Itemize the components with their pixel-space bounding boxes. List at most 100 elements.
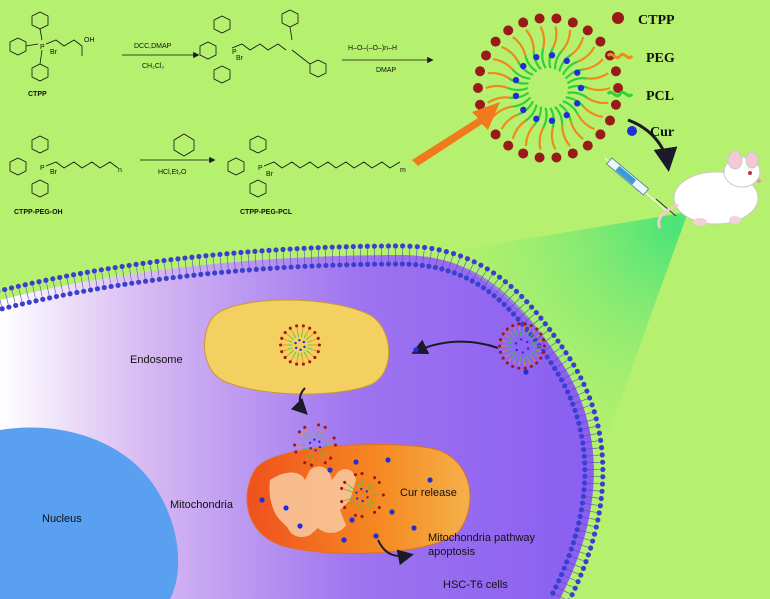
ctpp-head: [316, 336, 320, 340]
lipid-head: [33, 298, 39, 304]
peg-pcl-br: Br: [266, 171, 274, 178]
lipid-head: [564, 389, 571, 395]
lipid-head: [287, 246, 293, 252]
lipid-tail: [461, 261, 467, 273]
lipid-head: [443, 249, 449, 255]
lipid-head: [496, 297, 502, 303]
lipid-head: [414, 244, 420, 250]
ctpp-head: [523, 366, 527, 370]
cur-dot: [283, 505, 289, 511]
peg-segment: [513, 327, 516, 332]
lipid-head: [598, 437, 604, 443]
pcl-segment: [558, 54, 572, 72]
lipid-head: [81, 288, 87, 294]
lipid-head: [429, 245, 435, 252]
pcl-segment: [293, 351, 297, 357]
lipid-head: [570, 540, 577, 546]
cell-line-label: HSC-T6 cells: [443, 579, 508, 591]
ctpp-head: [595, 36, 606, 47]
lipid-head: [599, 452, 605, 458]
cur-dot: [574, 69, 581, 76]
lipid-head: [57, 274, 63, 281]
peg-segment: [296, 327, 299, 333]
ctpp-head: [511, 324, 515, 328]
ctpp-peg-pcl-label: CTPP-PEG-PCL: [240, 209, 293, 216]
ctpp-head: [503, 25, 514, 36]
lipid-head: [451, 270, 457, 276]
ctpp-head: [353, 513, 357, 517]
large-micelle: [473, 13, 623, 163]
lipid-head: [569, 592, 575, 598]
pcl-segment: [303, 333, 307, 339]
peg-segment: [538, 127, 545, 150]
ctpp-head: [303, 425, 307, 429]
pcl-segment: [347, 497, 353, 500]
ctpp-head: [340, 500, 344, 504]
lipid-head: [598, 495, 604, 502]
pcl-segment: [287, 340, 293, 343]
lipid-head: [486, 289, 492, 295]
lipid-tail: [275, 252, 278, 265]
lipid-tail: [569, 562, 581, 568]
synthesis-scheme: P Br OH CTPP DCC,DMAP CH₂Cl₂ P Br H–O–(–…: [9, 9, 434, 216]
lipid-head: [436, 247, 442, 253]
lipid-head: [351, 261, 357, 268]
lipid-head: [580, 440, 586, 446]
ctpp-head: [518, 148, 529, 159]
lipid-head: [203, 253, 209, 259]
ctpp-head: [353, 473, 357, 477]
ctpp-head: [381, 493, 385, 497]
lipid-tail: [429, 251, 432, 264]
lipid-head: [184, 273, 190, 279]
pcl-segment: [531, 351, 536, 355]
lipid-head: [156, 276, 162, 282]
lipid-tail: [587, 482, 600, 485]
lipid-tail: [579, 530, 592, 534]
ctpp-head: [294, 450, 298, 454]
lipid-head: [161, 257, 167, 264]
lipid-head: [133, 261, 139, 267]
lipid-tail: [408, 249, 411, 262]
peg-pcl-p: P: [258, 165, 263, 172]
lipid-head: [572, 407, 578, 414]
pcl-segment: [508, 351, 513, 355]
lipid-tail: [564, 372, 575, 379]
ctpp-head: [613, 83, 623, 93]
lipid-tail: [558, 587, 570, 594]
ctpp-head: [505, 361, 509, 365]
peg-segment: [550, 127, 557, 151]
lipid-head: [578, 572, 584, 578]
cur-dot: [521, 351, 525, 354]
lipid-head: [600, 466, 606, 473]
pcl-segment: [293, 333, 297, 339]
lipid-tail: [583, 426, 596, 430]
cur-dot: [512, 92, 520, 100]
ctpp-head: [360, 514, 364, 518]
lipid-head: [281, 264, 287, 271]
ctpp-head: [535, 327, 539, 331]
lipid-tail: [143, 266, 146, 279]
cur-dot: [299, 348, 302, 351]
peg-segment: [532, 330, 536, 335]
lipid-tail: [226, 256, 229, 269]
lipid-head: [301, 245, 307, 251]
lipid-head: [564, 559, 570, 565]
lipid-head: [142, 278, 149, 284]
ctpp-head: [498, 350, 503, 354]
lipid-head: [421, 244, 428, 251]
lipid-head: [191, 272, 197, 278]
lipid-head: [182, 255, 188, 261]
lipid-head: [581, 480, 588, 486]
cur-dot: [533, 115, 540, 123]
peg-segment: [487, 96, 510, 104]
ctpp-head: [501, 356, 505, 360]
lipid-head: [239, 267, 246, 274]
cur-dot: [302, 340, 306, 344]
lipid-head: [596, 430, 603, 436]
pcl-segment: [305, 336, 311, 341]
lipid-tail: [541, 336, 552, 345]
step3-reagent: HCl,Et₂O: [158, 169, 187, 176]
lipid-tail: [212, 258, 215, 271]
pcl-segment: [509, 91, 530, 99]
cur-dot: [515, 348, 518, 352]
